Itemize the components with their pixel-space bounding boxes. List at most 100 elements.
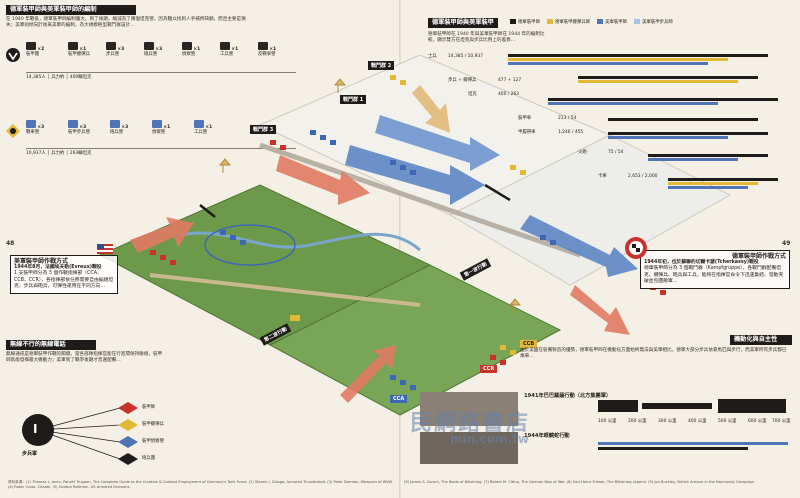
bar-us — [508, 62, 708, 65]
timeline-bar-us — [598, 442, 788, 445]
plane-icon — [333, 78, 347, 93]
bar-de2 — [668, 182, 758, 185]
us-totals: 10,937人 │ 兵力約 │ 263輛坦克 — [26, 148, 296, 156]
command-diagram-svg — [22, 402, 138, 465]
road — [259, 142, 581, 258]
diagram-item-1: 裝甲擲彈兵 — [142, 422, 164, 427]
legend-swatch — [634, 19, 641, 24]
bar-us — [668, 186, 748, 189]
compare-text: 德軍裝甲師在 1940 年與美軍裝甲師在 1944 年的編制比較，顯示雙方在坦克… — [428, 32, 545, 44]
timeline-bar-us — [598, 447, 748, 450]
us-tactics-text: 1 支裝甲師分為 3 個作戰指揮部（CCA、CCB、CCR），各指揮部依任務需要… — [14, 271, 114, 289]
watermark: 民網路書店 — [410, 411, 531, 436]
timeline-photo-us — [420, 432, 518, 464]
unit-cluster-blue — [220, 130, 556, 390]
bar-label-6: 卡車 — [598, 174, 607, 179]
bar-de — [668, 178, 778, 181]
bar-value-0: 14,385 / 10,937 — [448, 54, 483, 59]
de-tactics-date: 1944年初，位於蘇聯的切爾卡瑟(Tcherkassy)戰役 — [644, 260, 759, 266]
bar-de — [648, 154, 768, 157]
bar-de — [608, 132, 768, 135]
legend-swatch — [597, 19, 604, 24]
de-totals: 14,385人 │ 兵力約 │ 400輛坦克 — [26, 72, 296, 80]
us-tactics-date: 1944年8月，法國埃夫勒(Evreux)戰役 — [14, 265, 102, 271]
battle-group-3-label: 戰鬥群 3 — [250, 125, 277, 134]
bar-us — [608, 136, 728, 139]
bar-value-6: 2,653 / 2,000 — [628, 174, 658, 179]
radio-header: 無線不行的無線電話 — [6, 340, 96, 350]
km-tick: 200 公里 — [628, 419, 647, 424]
engineer-icon — [194, 120, 204, 128]
bar-value-3: 213 / 54 — [558, 116, 577, 121]
bar-value-4: 1,246 / 455 — [558, 130, 584, 135]
attack-arrow-red — [340, 345, 396, 403]
timeline-bar-de — [718, 399, 786, 413]
bar-label-0: 士兵 — [428, 54, 437, 59]
km-tick: 300 公里 — [658, 419, 677, 424]
right-header: 德軍裝甲師與美軍裝甲師 — [428, 18, 498, 36]
bar-label-4: 半履帶車 — [518, 130, 536, 135]
command-center-label: I — [33, 422, 38, 436]
us-flag-icon — [97, 244, 113, 254]
attack-arrow-blue — [375, 115, 500, 171]
mobility-header: 機動化與自主性 — [730, 335, 792, 345]
legend-swatch — [546, 19, 553, 24]
us-emblem-icon — [6, 124, 20, 138]
bar-de — [578, 76, 758, 79]
de-tactics-box: 德軍裝甲師作戰方式 1944年初，位於蘇聯的切爾卡瑟(Tcherkassy)戰役… — [625, 237, 790, 290]
km-tick: 700 公里 — [772, 419, 791, 424]
ccb-label: CCB — [520, 340, 538, 348]
footnote-right: (6) James S. Corum, The Roots of Blitzkr… — [404, 480, 756, 484]
bar-us — [548, 102, 718, 105]
de-tactics-title: 德軍裝甲師作戰方式 — [731, 253, 786, 260]
diagram-item-0: 裝甲師 — [142, 405, 156, 410]
recon-icon — [152, 120, 162, 128]
plane-icon — [218, 158, 232, 173]
timeline-chart: 1941年巴巴羅薩行動（北方集團軍） 1944年眼鏡蛇行動 100 公里 200… — [420, 392, 795, 470]
battle-group-1-label: 戰鬥群 1 — [340, 95, 367, 104]
bar-value-5: 75 / 54 — [608, 150, 624, 155]
footnote-left: 資料來源：(1) Thomas L. Jentz, Panzer Truppen… — [8, 480, 394, 489]
engineer-icon — [220, 42, 230, 50]
infantry-icon — [68, 42, 78, 50]
us-tactics-box: 美軍裝甲師作戰方式 1944年8月，法國埃夫勒(Evreux)戰役 1 支裝甲師… — [10, 244, 118, 295]
terrain-german-right — [448, 134, 732, 286]
bar-value-1: 477 + 127 — [498, 78, 522, 83]
direction-arrow — [199, 204, 216, 218]
left-header: 德軍裝甲師與美軍裝甲師的編制 — [6, 5, 136, 15]
bar-de2 — [508, 58, 728, 61]
artillery-icon — [110, 120, 120, 128]
plane-icon — [508, 298, 522, 313]
km-tick: 600 公里 — [748, 419, 767, 424]
bar-de2 — [578, 80, 738, 83]
attack-arrow-red — [130, 217, 194, 253]
tank-icon — [26, 120, 36, 128]
attack-arrow-red — [570, 285, 630, 335]
command-caption: 步兵軍 — [22, 451, 38, 457]
bar-de — [548, 98, 778, 101]
advance-arrow-tan — [412, 85, 450, 133]
bar-label-5: 火砲 — [578, 150, 587, 155]
ccr-label: CCR — [480, 365, 498, 373]
bar-de — [608, 118, 758, 121]
encirclement-ring — [204, 224, 296, 266]
timeline-bar-de — [642, 403, 712, 409]
comparison-bars: 士兵 14,385 / 10,937 步兵 + 擲彈兵 477 + 127 坦克… — [428, 54, 788, 204]
bar-de — [508, 54, 768, 57]
us-tactics-title: 美軍裝甲師作戰方式 — [14, 258, 69, 265]
recon-icon — [182, 42, 192, 50]
tank-icon — [26, 42, 36, 50]
mobility-text: 由於美國在裝備製造的優勢，德軍裝甲師在機動化方面始終無法與美軍相比。德軍大部分步… — [520, 348, 787, 360]
